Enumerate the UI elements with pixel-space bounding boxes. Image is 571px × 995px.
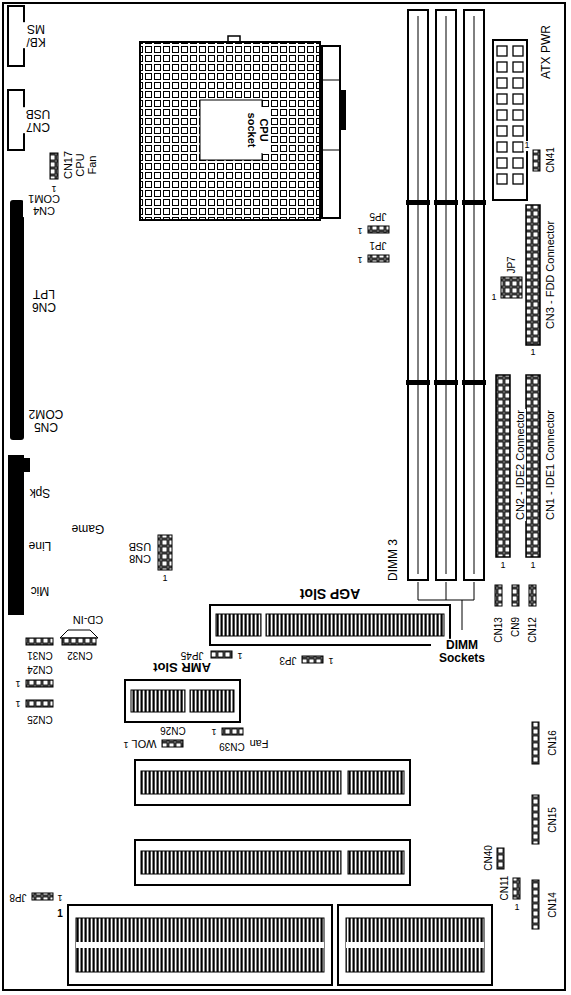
header-name: CN12 [527, 616, 538, 644]
pin-one-marker: 1 [513, 903, 520, 913]
pin-one-marker: 1 [161, 574, 168, 584]
header-name: CN31 [26, 650, 54, 661]
pin-one-marker: 1 [236, 650, 243, 660]
part-name: CN41 [545, 146, 556, 174]
header-name: CN25 [26, 714, 54, 725]
port-name: Game [71, 521, 106, 534]
pin-one-marker: 1 [356, 225, 363, 235]
port-name: Mic [30, 583, 51, 596]
header-name: CN40 [483, 844, 494, 872]
pin-one-marker: 1 [14, 678, 21, 688]
header-name: CN17 CPU Fan [62, 147, 98, 183]
port-name: Spk [29, 485, 52, 498]
header-name: CN24 [26, 664, 54, 675]
port-name: CN5 COM2 [25, 407, 67, 433]
header-name: CN32 [66, 650, 94, 661]
header-name: CN13 [493, 616, 504, 644]
header-name: CN26 [159, 725, 187, 736]
port-name: CN6 LPT [26, 287, 62, 313]
jumper-name: JP1 [368, 240, 387, 251]
connector-name: CN3 - FDD Connector [544, 220, 556, 330]
pin-one-marker: 1 [523, 141, 530, 151]
header-name: CN11 [499, 875, 510, 902]
jumper-name: JP3 [278, 655, 297, 666]
pin-one-marker: 1 [210, 726, 217, 736]
header-name: CD-IN [72, 614, 105, 626]
pin-one-marker: 1 [490, 293, 497, 303]
pin-one-marker: 1 [56, 892, 63, 902]
slot-name: AMR Slot [152, 660, 212, 674]
connector-name: CN1 - IDE1 Connector [544, 409, 556, 521]
pin-one-marker: 1 [327, 655, 334, 665]
jumper-name: JP7 [506, 255, 517, 274]
pin-one-marker: 1 [14, 698, 21, 708]
slot-name: DIMM 3 [387, 538, 400, 582]
port-name: KB/ MS [20, 22, 52, 48]
port-name: Line [28, 538, 53, 551]
header-name: CN15 [547, 806, 558, 834]
part-name: CPU socket [246, 107, 270, 153]
port-name: CN7 USB [19, 107, 57, 133]
slot-name: AGP Slot [299, 585, 361, 600]
header-name: WOL [130, 738, 157, 750]
pin-one-marker: 1 [56, 908, 64, 919]
header-name: CN16 [547, 729, 558, 757]
port-name: CN4 COM1 [23, 193, 65, 217]
jumper-name: JP5 [368, 211, 387, 222]
pin-one-marker: 1 [529, 561, 536, 571]
slot-group-name: DIMM Sockets [431, 639, 493, 665]
pin-one-marker: 1 [529, 348, 536, 358]
jumper-name: JP45 [180, 650, 205, 661]
pin-one-marker: 1 [50, 183, 57, 193]
pin-one-marker: 1 [499, 561, 506, 571]
header-name: CN14 [547, 891, 558, 919]
header-name: CN39 [218, 741, 246, 752]
pin-one-marker: 1 [122, 739, 129, 749]
jumper-name: JP8 [8, 892, 27, 903]
pin-one-marker: 1 [356, 254, 363, 264]
part-name: ATX PWR [540, 24, 553, 80]
header-name: Fan [249, 738, 270, 750]
connector-name: CN2 - IDE2 Connector [514, 409, 526, 521]
header-name: CN8 USB [124, 541, 156, 565]
header-name: CN9 [510, 616, 521, 638]
